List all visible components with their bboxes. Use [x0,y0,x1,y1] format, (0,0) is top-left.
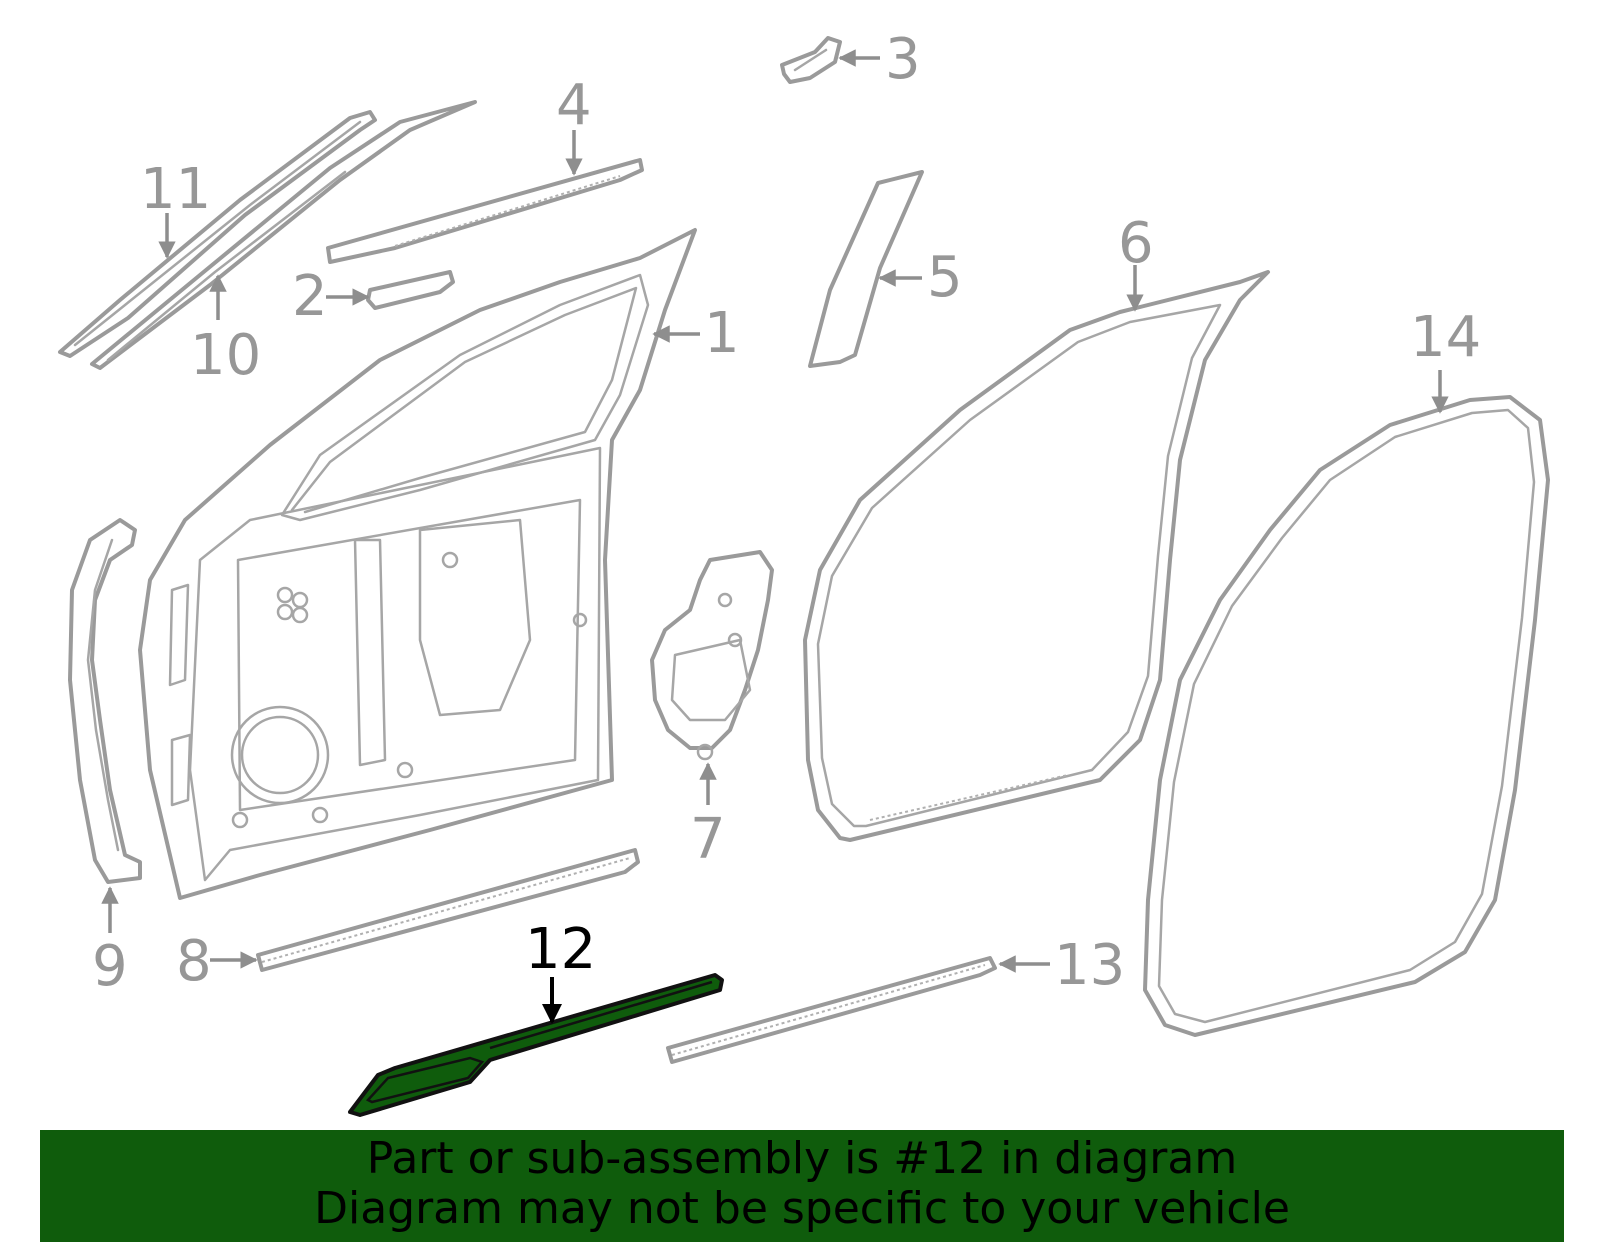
callout-2: 2 [292,264,328,329]
callout-3: 3 [885,27,921,92]
banner-disclaimer: Diagram may not be specific to your vehi… [314,1183,1290,1234]
callout-6: 6 [1118,211,1154,276]
part-11-run-channel [58,110,377,358]
part-8-lower-weatherstrip [256,848,640,972]
part-4-belt-molding [326,158,644,264]
part-13-rocker-weatherstrip [666,956,997,1064]
callout-7: 7 [690,807,726,872]
callout-9: 9 [92,934,128,999]
callout-11: 11 [140,157,211,222]
part-2-clip [366,270,455,310]
callout-12: 12 [525,917,596,982]
part-14-body-weatherstrip [1143,395,1550,1037]
info-banner: Part or sub-assembly is #12 in diagram D… [40,1130,1564,1242]
part-9-hinge-reinforcement [68,518,142,884]
part-10-glass-channel [90,100,477,370]
callout-10: 10 [190,323,261,388]
part-3-bracket [780,36,842,84]
callout-arrows [101,49,1449,1024]
callout-13: 13 [1054,933,1125,998]
part-6-door-weatherstrip [803,270,1270,842]
callout-8: 8 [176,929,212,994]
callout-14: 14 [1410,305,1481,370]
part-5-pillar-garnish [808,170,924,368]
banner-part-note: Part or sub-assembly is #12 in diagram [366,1133,1238,1184]
part-12-highlighted-molding [348,973,724,1117]
part-7-door-lock [650,550,774,761]
callout-1: 1 [704,301,740,366]
callout-5: 5 [927,245,963,310]
part-1-door-shell [138,228,697,900]
callout-4: 4 [556,73,592,138]
